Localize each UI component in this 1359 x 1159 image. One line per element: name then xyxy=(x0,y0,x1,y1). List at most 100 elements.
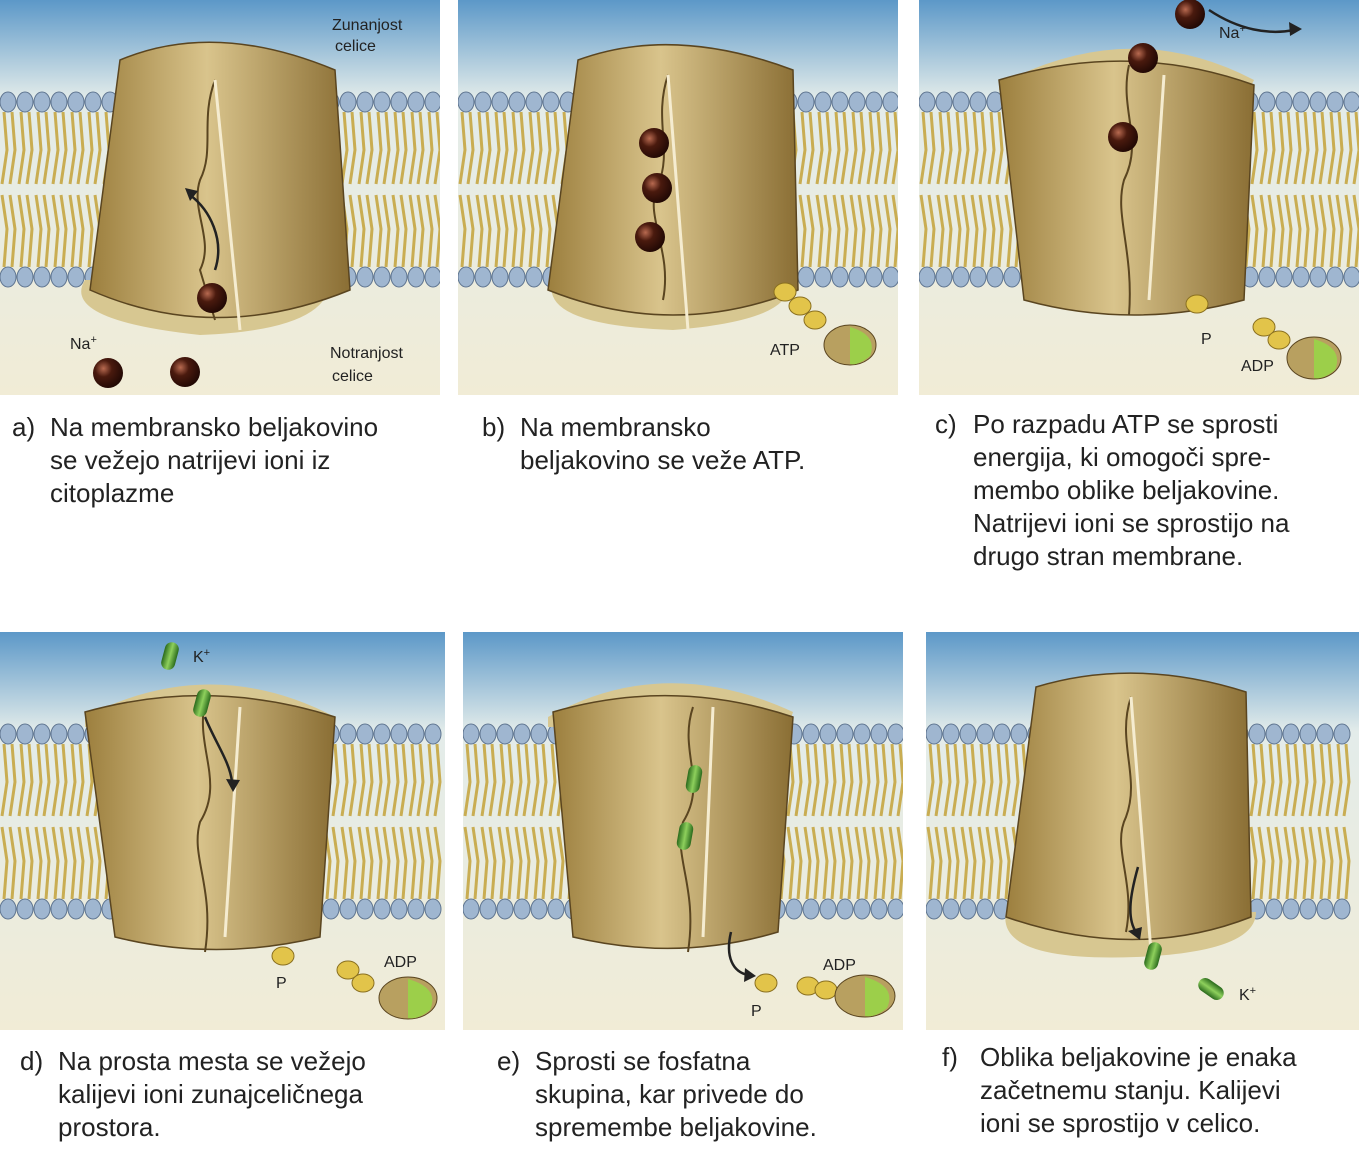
lipid-tail xyxy=(25,194,34,268)
lipid-tail xyxy=(17,743,26,817)
lipid-head xyxy=(976,898,994,920)
lipid-tail xyxy=(1317,743,1326,817)
lipid-tail xyxy=(8,111,17,185)
lipid-head xyxy=(797,266,815,288)
lipid-tail xyxy=(331,826,340,900)
lipid-tail xyxy=(374,194,383,268)
lipid-tail xyxy=(408,111,417,185)
lipid-tail xyxy=(59,826,68,900)
lipid-tail xyxy=(862,826,871,900)
lipid-head xyxy=(525,91,543,113)
lipid-tail xyxy=(970,194,979,268)
lipid-head xyxy=(16,723,34,745)
panel-d: K+ P ADP xyxy=(0,632,445,1030)
label-inside-line1: Notranjost xyxy=(330,345,403,362)
lipid-tail xyxy=(509,111,518,185)
lipid-tail xyxy=(480,826,489,900)
lipid-head xyxy=(479,898,497,920)
lipid-tail xyxy=(871,826,880,900)
lipid-head xyxy=(356,266,374,288)
lipid-head xyxy=(887,898,903,920)
lipid-tail xyxy=(357,111,366,185)
lipid-tail xyxy=(433,826,442,900)
potassium-ion xyxy=(193,689,211,717)
lipid-head xyxy=(33,266,51,288)
caption-text: Na prosta mesta se vežejo kalijevi ioni … xyxy=(58,1046,366,1142)
lipid-tail xyxy=(1325,743,1334,817)
lipid-tail xyxy=(551,111,560,185)
lipid-tail xyxy=(34,826,43,900)
atp-molecule xyxy=(773,282,877,366)
lipid-head xyxy=(84,91,102,113)
lipid-head xyxy=(84,898,102,920)
lipid-tail xyxy=(399,111,408,185)
lipid-head xyxy=(373,723,391,745)
label-adp: ADP xyxy=(823,957,856,974)
lipid-tail xyxy=(936,111,945,185)
lipid-tail xyxy=(1249,826,1258,900)
lipid-tail xyxy=(1284,194,1293,268)
lipid-tail xyxy=(994,743,1003,817)
lipid-tail xyxy=(85,194,94,268)
lipid-tail xyxy=(8,194,17,268)
lipid-head xyxy=(919,91,936,113)
lipid-head xyxy=(993,723,1011,745)
lipid-tail xyxy=(399,826,408,900)
label-outside-line1: Zunanjost xyxy=(332,17,403,34)
lipid-head xyxy=(1333,723,1351,745)
lipid-tail xyxy=(1284,111,1293,185)
sodium-ion xyxy=(1175,0,1205,29)
lipid-tail xyxy=(85,111,94,185)
lipid-head xyxy=(513,723,531,745)
lipid-head xyxy=(848,266,866,288)
lipid-head xyxy=(339,898,357,920)
lipid-head xyxy=(1003,266,1021,288)
sodium-ion xyxy=(642,173,672,203)
lipid-tail xyxy=(1334,826,1343,900)
lipid-head xyxy=(373,91,391,113)
lipid-head xyxy=(1309,91,1327,113)
lipid-tail xyxy=(51,826,60,900)
lipid-tail xyxy=(463,743,472,817)
lipid-tail xyxy=(517,194,526,268)
lipid-head xyxy=(390,266,408,288)
lipid-tail xyxy=(391,194,400,268)
lipid-head xyxy=(458,266,475,288)
potassium-ion xyxy=(1198,977,1224,1001)
lipid-tail xyxy=(505,743,514,817)
sodium-ion xyxy=(1128,43,1158,73)
lipid-tail xyxy=(936,194,945,268)
lipid-tail xyxy=(874,111,883,185)
lipid-head xyxy=(976,723,994,745)
lipid-tail xyxy=(348,111,357,185)
lipid-tail xyxy=(8,743,17,817)
lipid-tail xyxy=(500,111,509,185)
lipid-tail xyxy=(1325,826,1334,900)
lipid-tail xyxy=(961,194,970,268)
lipid-head xyxy=(356,91,374,113)
lipid-tail xyxy=(531,743,540,817)
lipid-head xyxy=(1010,723,1028,745)
lipid-tail xyxy=(960,826,969,900)
lipid-tail xyxy=(463,826,472,900)
lipid-tail xyxy=(985,743,994,817)
lipid-tail xyxy=(51,111,60,185)
lipid-tail xyxy=(25,743,34,817)
lipid-tail xyxy=(497,826,506,900)
lipid-head xyxy=(407,898,425,920)
lipid-tail xyxy=(497,743,506,817)
caption-letter: b) xyxy=(482,412,506,442)
lipid-head xyxy=(986,266,1004,288)
adp-molecule xyxy=(1252,317,1342,380)
lipid-tail xyxy=(416,743,425,817)
lipid-head xyxy=(797,91,815,113)
lipid-head xyxy=(1258,266,1276,288)
lipid-head xyxy=(50,266,68,288)
panel-c: Na+ P ADP xyxy=(919,0,1359,395)
lipid-head xyxy=(1265,898,1283,920)
lipid-tail xyxy=(93,826,102,900)
label-p: P xyxy=(276,975,287,992)
lipid-head xyxy=(33,91,51,113)
lipid-head xyxy=(1265,723,1283,745)
lipid-head xyxy=(1309,266,1327,288)
